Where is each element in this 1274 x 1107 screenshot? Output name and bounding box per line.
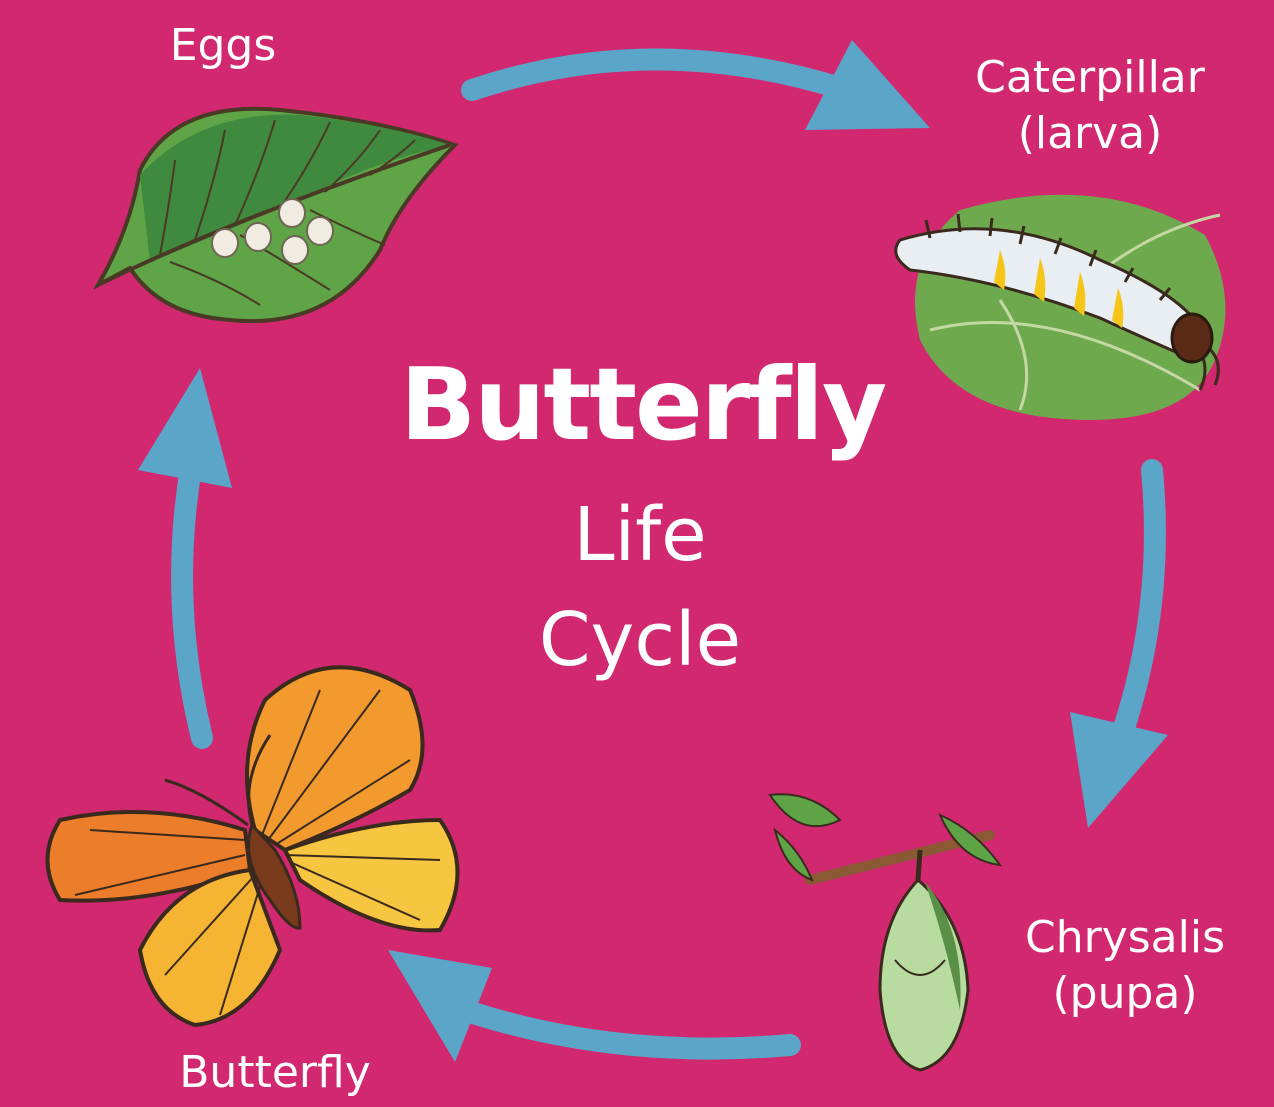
stage-label-chrysalis: Chrysalis (pupa) [1005, 910, 1245, 1022]
stage-label-eggs-line1: Eggs [148, 18, 298, 74]
stage-label-eggs: Eggs [148, 18, 298, 74]
caterpillar-icon [896, 195, 1226, 420]
leaf-with-eggs-icon [98, 109, 455, 321]
stage-label-chrysalis-line1: Chrysalis [1005, 910, 1245, 966]
stage-label-butterfly: Butterfly [150, 1045, 400, 1101]
stage-label-caterpillar: Caterpillar (larva) [955, 50, 1225, 162]
chrysalis-icon [770, 794, 1000, 1070]
stage-label-butterfly-line1: Butterfly [150, 1045, 400, 1101]
arrow-butterfly-to-eggs [138, 368, 232, 738]
arrow-eggs-to-caterpillar [472, 40, 930, 130]
stage-label-chrysalis-line2: (pupa) [1005, 966, 1245, 1022]
diagram-subtitle-line1: Life [500, 490, 780, 580]
stage-label-caterpillar-line1: Caterpillar [955, 50, 1225, 106]
diagram-subtitle-line2: Cycle [500, 595, 780, 685]
butterfly-icon [48, 667, 458, 1025]
arrow-chrysalis-to-butterfly [388, 950, 790, 1062]
arrow-caterpillar-to-chrysalis [1070, 470, 1168, 828]
diagram-title: Butterfly [400, 345, 880, 465]
stage-label-caterpillar-line2: (larva) [955, 106, 1225, 162]
